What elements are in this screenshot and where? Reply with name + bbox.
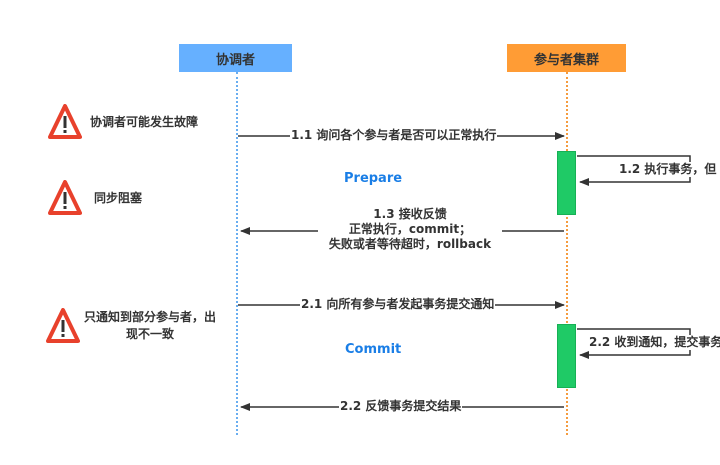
participant-cluster-label: 参与者集群 <box>533 52 599 68</box>
activation-bar-commit <box>557 324 576 388</box>
lifeline-cluster <box>566 72 568 435</box>
participant-cluster: 参与者集群 <box>507 44 626 72</box>
phase-commit-label: Commit <box>345 342 402 357</box>
lifeline-coordinator <box>236 72 238 435</box>
participant-coordinator-label: 协调者 <box>215 52 255 68</box>
message-2-1-label: 2.1 向所有参与者发起事务提交通知 <box>300 297 496 312</box>
message-1-2-label: 1.2 执行事务，但 <box>618 162 718 177</box>
message-2-2-self-label: 2.2 收到通知，提交事务 <box>588 335 720 350</box>
message-2-2-return-label: 2.2 反馈事务提交结果 <box>339 399 463 414</box>
message-1-3-line3: 失败或者等待超时，rollback <box>328 237 492 251</box>
message-1-1-label: 1.1 询问各个参与者是否可以正常执行 <box>290 128 498 143</box>
warning-triangle-icon <box>46 308 80 343</box>
warning-sync-blocking: 同步阻塞 <box>48 180 142 216</box>
warning-inconsistency-text: 只通知到部分参与者，出 现不一致 <box>84 309 216 343</box>
message-1-3-line2: 正常执行，commit； <box>348 222 472 236</box>
activation-bar-prepare <box>557 151 576 215</box>
warning-coordinator-failure-text: 协调者可能发生故障 <box>90 114 199 129</box>
phase-prepare-label: Prepare <box>344 171 403 186</box>
warning-sync-blocking-text: 同步阻塞 <box>94 190 143 205</box>
participant-coordinator: 协调者 <box>179 44 292 72</box>
warning-triangle-icon <box>48 104 82 139</box>
warning-triangle-icon <box>48 180 82 215</box>
warning-inconsistency-line2: 现不一致 <box>126 327 175 341</box>
warning-coordinator-failure: 协调者可能发生故障 <box>48 104 198 140</box>
message-1-3-label: 1.3 接收反馈 正常执行，commit； 失败或者等待超时，rollback <box>318 207 502 252</box>
message-1-3-line1: 1.3 接收反馈 <box>373 207 447 221</box>
warning-inconsistency: 只通知到部分参与者，出 现不一致 <box>46 308 216 344</box>
warning-inconsistency-line1: 只通知到部分参与者，出 <box>84 310 217 324</box>
